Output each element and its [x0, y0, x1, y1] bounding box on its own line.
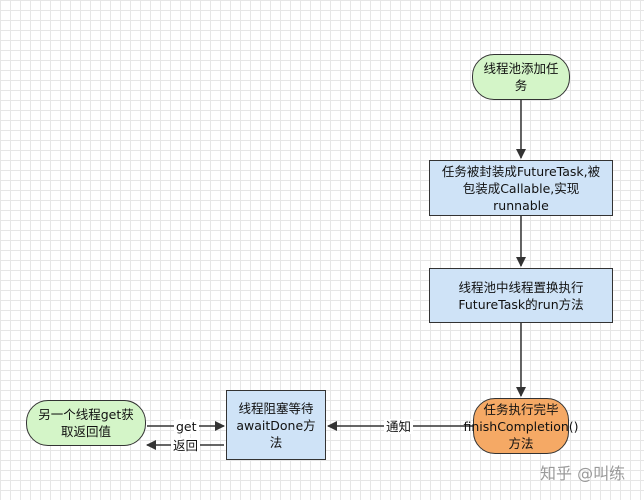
- watermark: 知乎 @叫练: [540, 464, 626, 483]
- edge-label-return: 返回: [171, 438, 201, 453]
- node-await-done: 线程阻塞等待awaitDone方法: [226, 390, 326, 460]
- node-execute-run: 线程池中线程置换执行FutureTask的run方法: [429, 268, 613, 323]
- node-other-thread-get: 另一个线程get获取返回值: [26, 400, 146, 446]
- node-thread-pool-add-task: 线程池添加任务: [472, 54, 570, 100]
- edge-label-get: get: [174, 419, 199, 434]
- node-wrap-futuretask: 任务被封装成FutureTask,被包装成Callable,实现runnable: [429, 160, 613, 216]
- edge-label-notify: 通知: [384, 419, 414, 434]
- node-finish-completion: 任务执行完毕finishCompletion()方法: [463, 398, 579, 454]
